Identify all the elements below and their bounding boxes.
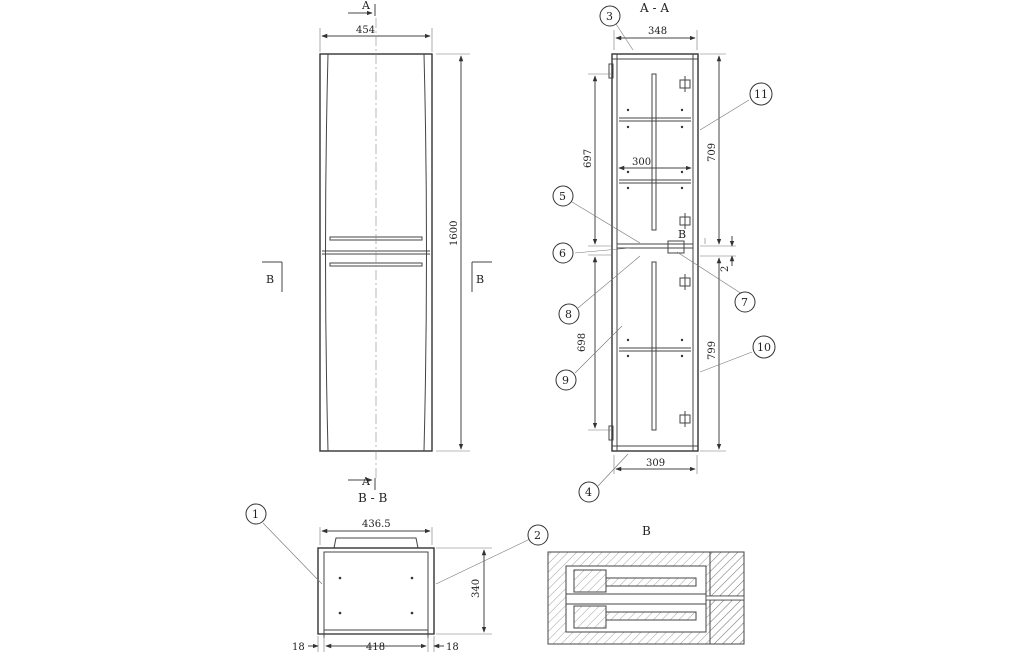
- svg-text:11: 11: [754, 88, 768, 101]
- lower-door-dim: 799: [707, 341, 718, 360]
- middle-division: [616, 243, 694, 249]
- svg-text:10: 10: [757, 341, 771, 354]
- front-height-dim: 1600: [449, 221, 460, 246]
- gap-dim: 2: [720, 266, 731, 272]
- upper-inner-dim: 697: [583, 149, 594, 168]
- callout-11: 11: [749, 82, 773, 106]
- callouts: 1 2 3 4 5 6 7 8 9 10 11: [245, 5, 776, 585]
- callout-2: 2: [527, 524, 549, 546]
- callout-6: 6: [552, 242, 574, 264]
- callout-9: 9: [555, 369, 577, 391]
- cabinet-right-curve: [423, 53, 427, 452]
- svg-text:2: 2: [534, 529, 541, 542]
- detail-b-rail-1: [605, 577, 697, 587]
- section-aa-view: A - A 348: [577, 1, 736, 474]
- svg-text:8: 8: [565, 308, 572, 321]
- callout-4: 4: [578, 481, 600, 503]
- front-view: A 454 1600 B B A: [262, 0, 492, 490]
- section-bb-title: B - B: [358, 491, 388, 505]
- detail-b-view: B: [547, 524, 745, 645]
- hinge-1: [679, 76, 691, 92]
- section-b-left-label: B: [266, 273, 274, 286]
- callout-3: 3: [599, 5, 621, 27]
- svg-text:5: 5: [559, 190, 566, 203]
- callout-5: 5: [552, 185, 574, 207]
- top-depth-dim: 348: [648, 26, 667, 37]
- upper-door-dim: 709: [707, 143, 718, 162]
- callout-10: 10: [752, 335, 776, 359]
- section-a-top-label: A: [361, 0, 371, 12]
- detail-b-ref: B: [678, 228, 686, 241]
- detail-b-door-bottom: [709, 599, 745, 645]
- lower-rail: [651, 261, 657, 431]
- svg-text:1: 1: [252, 508, 259, 521]
- bb-width-dim: 436.5: [362, 519, 391, 530]
- svg-text:4: 4: [585, 486, 592, 499]
- bb-handle: [333, 537, 419, 549]
- detail-b-door-top: [709, 551, 745, 597]
- section-bb-view: B - B 436.5 340 18 418 18: [292, 491, 492, 653]
- front-width-dim: 454: [356, 25, 375, 36]
- bb-side-right-dim: 18: [446, 642, 459, 653]
- section-a-bottom-label: A: [361, 475, 371, 488]
- svg-text:3: 3: [606, 10, 613, 23]
- bb-side-left-dim: 18: [292, 642, 305, 653]
- detail-b-rail-2: [605, 611, 697, 621]
- callout-1: 1: [245, 503, 267, 525]
- aa-body-outline: [611, 53, 699, 452]
- svg-text:7: 7: [741, 296, 748, 309]
- hinge-4: [679, 411, 691, 427]
- detail-b-profile-1: [573, 569, 607, 593]
- section-aa-title: A - A: [639, 1, 669, 15]
- bb-inner-dim: 418: [366, 642, 385, 653]
- bb-inner: [323, 551, 429, 631]
- bottom-depth-dim: 309: [646, 458, 665, 469]
- bb-depth-dim: 340: [471, 579, 482, 598]
- bb-outline: [317, 547, 435, 635]
- bb-pins: [338, 576, 414, 615]
- lower-inner-dim: 698: [577, 333, 588, 352]
- detail-b-title: B: [642, 524, 651, 538]
- section-b-right-label: B: [476, 273, 484, 286]
- svg-text:6: 6: [559, 247, 566, 260]
- hinge-3: [679, 274, 691, 290]
- shelf-pins: [626, 108, 684, 358]
- detail-b-box: [667, 240, 685, 254]
- callout-8: 8: [558, 303, 580, 325]
- top-wall-fixing: [608, 63, 614, 79]
- hinge-2: [679, 213, 691, 229]
- callout-7: 7: [734, 291, 756, 313]
- detail-b-profile-2: [573, 605, 607, 629]
- detail-b-division: [565, 593, 707, 605]
- cabinet-left-curve: [325, 53, 329, 452]
- bottom-wall-fixing: [608, 425, 614, 441]
- upper-rail: [651, 73, 657, 231]
- svg-text:9: 9: [562, 374, 569, 387]
- shelf-width-dim: 300: [632, 157, 651, 168]
